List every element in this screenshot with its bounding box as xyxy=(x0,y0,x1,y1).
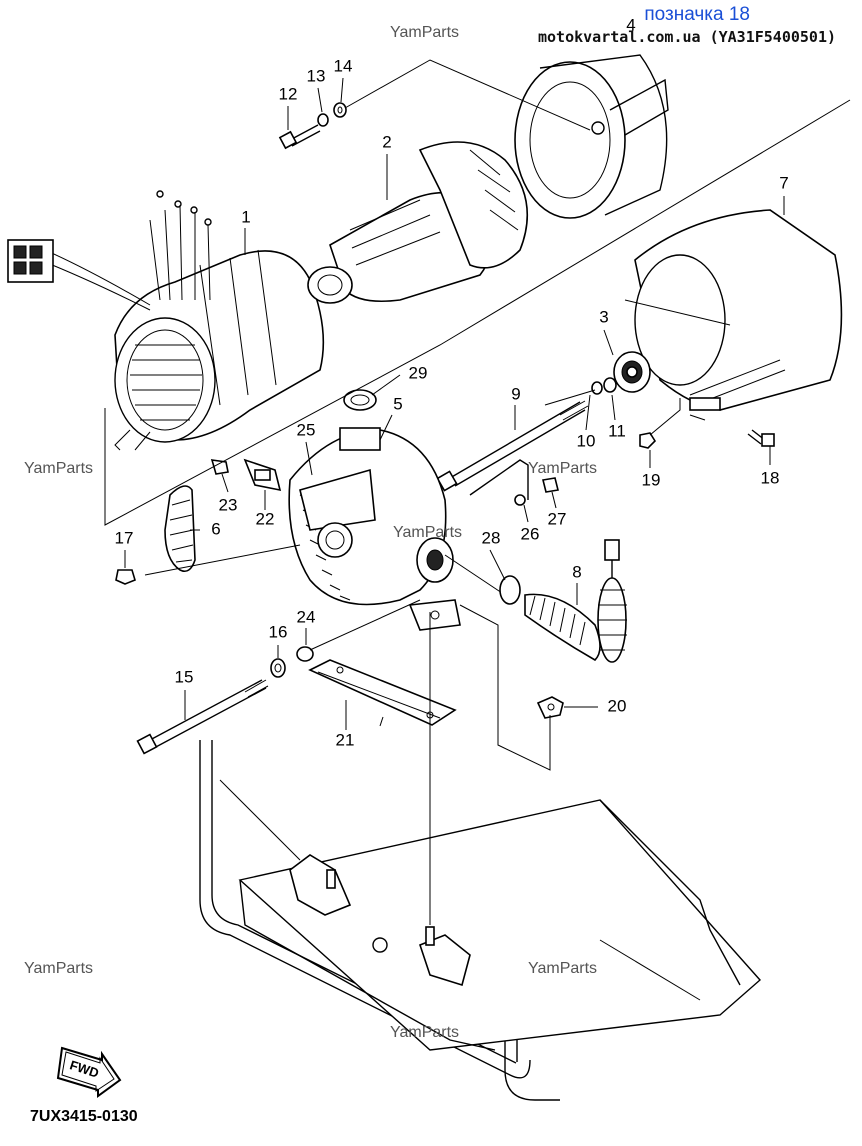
callout-26: 26 xyxy=(521,524,540,543)
callout-29: 29 xyxy=(409,363,428,382)
callout-3: 3 xyxy=(599,307,608,326)
watermark: YamParts xyxy=(390,1024,459,1041)
callout-5: 5 xyxy=(393,394,402,413)
callout-11: 11 xyxy=(608,421,626,440)
callout-9: 9 xyxy=(511,384,520,403)
callout-18: 18 xyxy=(761,468,780,487)
watermark: YamParts xyxy=(390,24,459,41)
callout-23: 23 xyxy=(219,495,238,514)
callout-15: 15 xyxy=(175,667,194,686)
part-2-rotor xyxy=(307,141,529,304)
watermark: YamParts xyxy=(393,524,462,541)
part-5-housing xyxy=(288,427,461,631)
part-6-duct xyxy=(164,485,196,573)
part-21-mounting-plate xyxy=(308,659,457,726)
callout-6: 6 xyxy=(211,519,220,538)
callout-7: 7 xyxy=(779,173,788,192)
frame xyxy=(199,740,761,1101)
diagram-source: motokvartal.com.ua (YA31F5400501) xyxy=(537,28,836,46)
callout-25: 25 xyxy=(297,420,316,439)
callout-22: 22 xyxy=(256,509,275,528)
callout-1: 1 xyxy=(241,207,250,226)
part-22-bracket xyxy=(243,458,282,492)
callout-13: 13 xyxy=(307,66,326,85)
watermark: YamParts xyxy=(24,960,93,977)
fwd-arrow-icon: FWD xyxy=(56,1046,122,1098)
part-15-bolt xyxy=(136,679,269,755)
part-9-through-bolt xyxy=(436,400,589,492)
callout-20: 20 xyxy=(608,696,627,715)
callout-8: 8 xyxy=(572,562,581,581)
callout-10: 10 xyxy=(577,431,596,450)
callout-28: 28 xyxy=(482,528,501,547)
callout-19: 19 xyxy=(642,470,661,489)
callout-2: 2 xyxy=(382,132,391,151)
part-1-stator xyxy=(7,190,325,451)
callout-16: 16 xyxy=(269,622,288,641)
part-29-cap xyxy=(343,389,377,411)
diagram-title: позначка 18 xyxy=(644,4,750,25)
watermark: YamParts xyxy=(528,460,597,477)
callout-27: 27 xyxy=(548,509,567,528)
callout-21: 21 xyxy=(336,730,355,749)
part-4-fan-cover xyxy=(514,54,669,219)
part-8-cable xyxy=(444,539,627,663)
callout-24: 24 xyxy=(297,607,316,626)
figure-code: 7UX3415-0130 xyxy=(30,1108,138,1125)
watermark: YamParts xyxy=(24,460,93,477)
part-7-cover-band xyxy=(634,209,843,411)
watermarks: YamParts YamParts YamParts YamParts YamP… xyxy=(24,24,597,1041)
small-hardware xyxy=(115,102,775,719)
callout-17: 17 xyxy=(115,528,134,547)
callout-14: 14 xyxy=(334,56,353,75)
callout-12: 12 xyxy=(279,84,298,103)
part-3-bearing xyxy=(613,351,651,393)
leader-lines xyxy=(104,59,851,925)
callout-4: 4 xyxy=(626,15,635,34)
watermark: YamParts xyxy=(528,960,597,977)
callouts: 1 2 3 4 5 6 7 8 9 10 11 12 13 14 xyxy=(115,15,789,749)
